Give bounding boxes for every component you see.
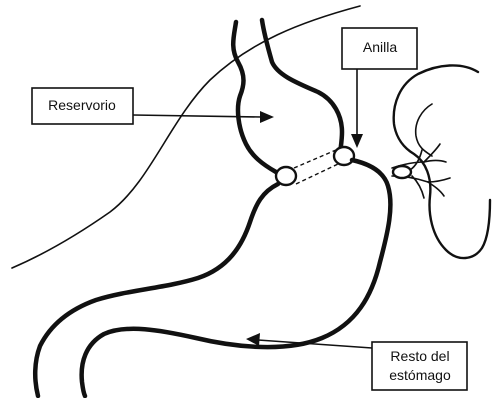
band-ring-right (334, 147, 354, 165)
resto-label-line2: estómago (389, 367, 451, 383)
resto-arrow-head (246, 333, 260, 346)
anilla-arrow-head (351, 134, 363, 148)
esophagus-right-wall (262, 20, 342, 156)
reservorio-arrow-head (260, 111, 274, 123)
reservorio-label: Reservorio (48, 97, 116, 113)
band-dashed-bottom (296, 164, 338, 184)
diaphragm-curve (12, 6, 360, 268)
spleen-inner-contour (416, 104, 432, 156)
vessel-node (393, 166, 411, 178)
resto-label-line1: Resto del (390, 348, 449, 364)
esophagus-left-wall (233, 22, 276, 172)
reservorio-arrow-line (133, 115, 262, 117)
anilla-label: Anilla (363, 39, 397, 55)
stomach-left-wall (35, 184, 278, 396)
band-dashed-top (294, 150, 336, 168)
